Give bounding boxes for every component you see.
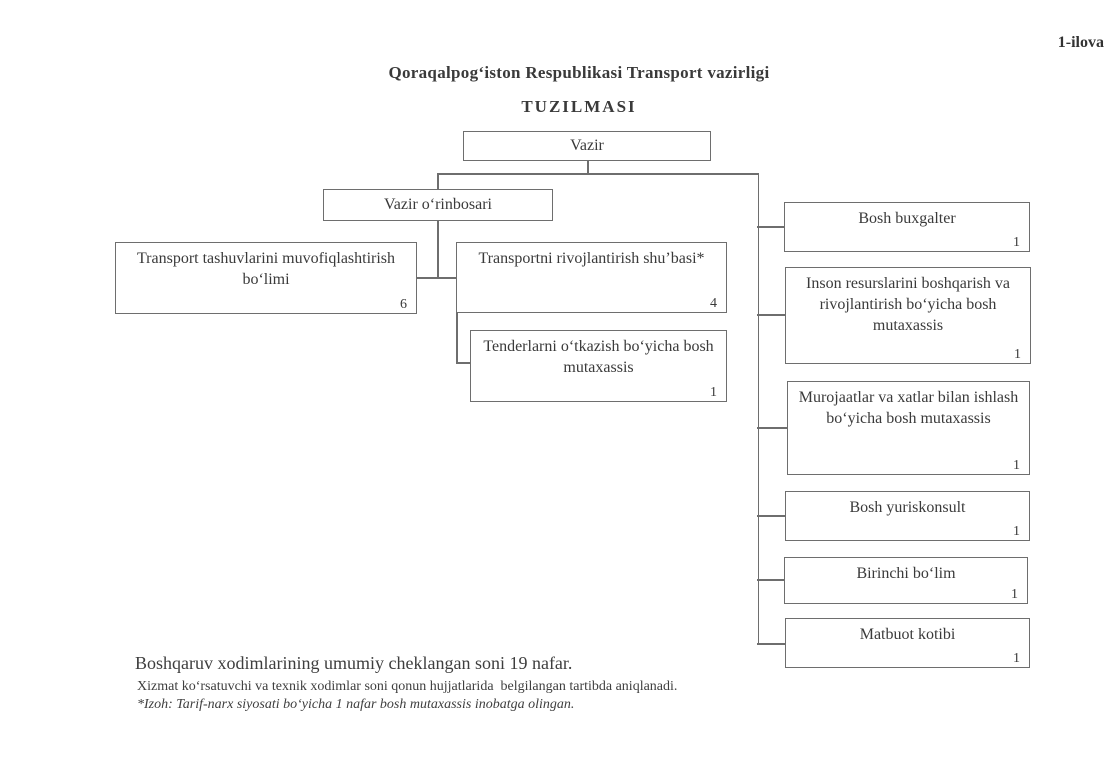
org-box-chief-accountant-label: Bosh buxgalter — [858, 210, 956, 227]
org-box-correspondence-specialist: Murojaatlar va xatlar bilan ishlash bo‘y… — [787, 381, 1030, 475]
org-box-tenders-specialist-label: Tenderlarni o‘tkazish bo‘yicha bosh muta… — [483, 338, 714, 377]
org-box-chief-legal-counsel: Bosh yuriskonsult 1 — [785, 491, 1030, 541]
org-box-tenders-specialist-count: 1 — [710, 384, 717, 400]
org-box-tenders-specialist: Tenderlarni o‘tkazish bo‘yicha bosh muta… — [470, 330, 727, 402]
connector-minister-stub — [587, 161, 589, 174]
org-box-hr-specialist: Inson resurslarini boshqarish va rivojla… — [785, 267, 1031, 364]
connector-stub-correspondence — [757, 427, 788, 429]
org-box-press-secretary-count: 1 — [1013, 650, 1020, 666]
org-box-minister-label: Vazir — [570, 137, 604, 155]
org-box-deputy: Vazir o‘rinbosari — [323, 189, 553, 221]
connector-right-vertical — [757, 173, 759, 644]
org-box-hr-specialist-label: Inson resurslarini boshqarish va rivojla… — [806, 275, 1010, 335]
connector-stub-development-division — [438, 277, 457, 279]
note-total-staff: Boshqaruv xodimlarining umumiy cheklanga… — [135, 653, 573, 673]
note-technical-staff: Xizmat ko‘rsatuvchi va texnik xodimlar s… — [137, 679, 678, 694]
org-box-transport-department-count: 6 — [400, 296, 407, 312]
connector-stub-tenders — [456, 362, 471, 364]
org-box-first-department: Birinchi bo‘lim 1 — [784, 557, 1028, 604]
annex-label: 1-ilova — [1057, 34, 1104, 51]
org-box-deputy-label: Vazir o‘rinbosari — [384, 196, 492, 214]
org-box-chief-legal-counsel-label: Bosh yuriskonsult — [849, 499, 966, 516]
org-box-chief-accountant-count: 1 — [1013, 234, 1020, 250]
org-box-transport-department-label: Transport tashuvlarini muvofiqlashtirish… — [136, 250, 396, 289]
note-izoh: *Izoh: Tarif-narx siyosati bo‘yicha 1 na… — [137, 697, 575, 712]
org-box-development-division: Transportni rivojlantirish shu’basi* 4 — [456, 242, 727, 313]
connector-stub-legal-counsel — [757, 515, 786, 517]
page-subtitle: TUZILMASI — [521, 97, 637, 116]
connector-below-deputy — [437, 219, 439, 279]
connector-stub-press-secretary — [757, 643, 786, 645]
page-title: Qoraqalpog‘iston Respublikasi Transport … — [388, 63, 770, 82]
connector-tenders-vertical — [456, 312, 458, 363]
org-box-press-secretary-label: Matbuot kotibi — [859, 626, 956, 643]
org-box-first-department-label: Birinchi bo‘lim — [856, 565, 956, 582]
connector-stub-hr-specialist — [757, 314, 786, 316]
connector-stub-first-department — [757, 579, 785, 581]
org-box-development-division-count: 4 — [710, 295, 717, 311]
org-box-minister: Vazir — [463, 131, 711, 161]
org-box-correspondence-specialist-count: 1 — [1013, 457, 1020, 473]
connector-stub-transport-department — [417, 277, 438, 279]
org-box-transport-department: Transport tashuvlarini muvofiqlashtirish… — [115, 242, 417, 314]
org-box-development-division-label: Transportni rivojlantirish shu’basi* — [478, 250, 705, 267]
org-box-first-department-count: 1 — [1011, 586, 1018, 602]
org-box-chief-accountant: Bosh buxgalter 1 — [784, 202, 1030, 252]
org-box-hr-specialist-count: 1 — [1014, 346, 1021, 362]
connector-stub-chief-accountant — [757, 226, 785, 228]
connector-deputy-drop — [437, 173, 439, 190]
org-box-correspondence-specialist-label: Murojaatlar va xatlar bilan ishlash bo‘y… — [798, 389, 1019, 428]
org-box-chief-legal-counsel-count: 1 — [1013, 523, 1020, 539]
connector-main-horizontal — [437, 173, 759, 175]
org-box-press-secretary: Matbuot kotibi 1 — [785, 618, 1030, 668]
